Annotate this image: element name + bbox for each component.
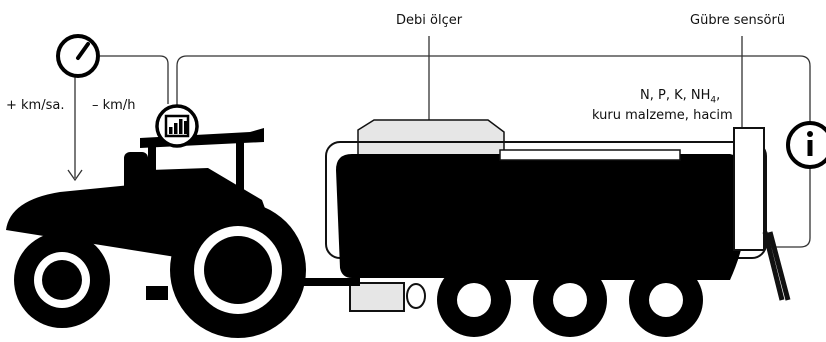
- nutrients-subscript: 4: [710, 95, 717, 106]
- flow-meter-label: Debi ölçer: [396, 13, 463, 28]
- tank-rail: [499, 149, 681, 161]
- valve: [406, 283, 426, 309]
- sensor-housing: [733, 127, 765, 251]
- pump-box: [349, 282, 405, 312]
- fertilizer-sensor-label: Gübre sensörü: [690, 13, 786, 28]
- nutrients-prefix: N, P, K, NH: [640, 88, 711, 103]
- speed-minus-label: – km/h: [92, 98, 136, 113]
- tanker-wheels: [437, 263, 703, 337]
- monitor-to-info-line: [176, 55, 811, 122]
- tractor-icon: [6, 128, 306, 338]
- tank-front: [336, 154, 492, 278]
- nutrients-suffix: ,: [716, 88, 721, 103]
- speedometer-to-monitor-line: [100, 55, 169, 104]
- bar-chart-monitor-icon: [155, 104, 199, 148]
- slurry-tanker-icon: [300, 119, 791, 337]
- speedometer-icon: [56, 34, 100, 78]
- speed-arrow-head: [67, 169, 83, 182]
- nutrients-line-2: kuru malzeme, hacim: [592, 108, 733, 123]
- info-to-sensor-line: [740, 168, 811, 248]
- connection-lines: [67, 36, 811, 248]
- exhaust: [124, 152, 148, 196]
- speed-plus-label: + km/sa.: [6, 98, 65, 113]
- hitch: [146, 286, 168, 300]
- drawbar: [300, 278, 360, 286]
- info-icon: [786, 121, 826, 169]
- nutrients-line-1: N, P, K, NH4,: [640, 88, 720, 109]
- tank-rear: [478, 154, 748, 280]
- rear-spreader-pipe: [762, 231, 791, 301]
